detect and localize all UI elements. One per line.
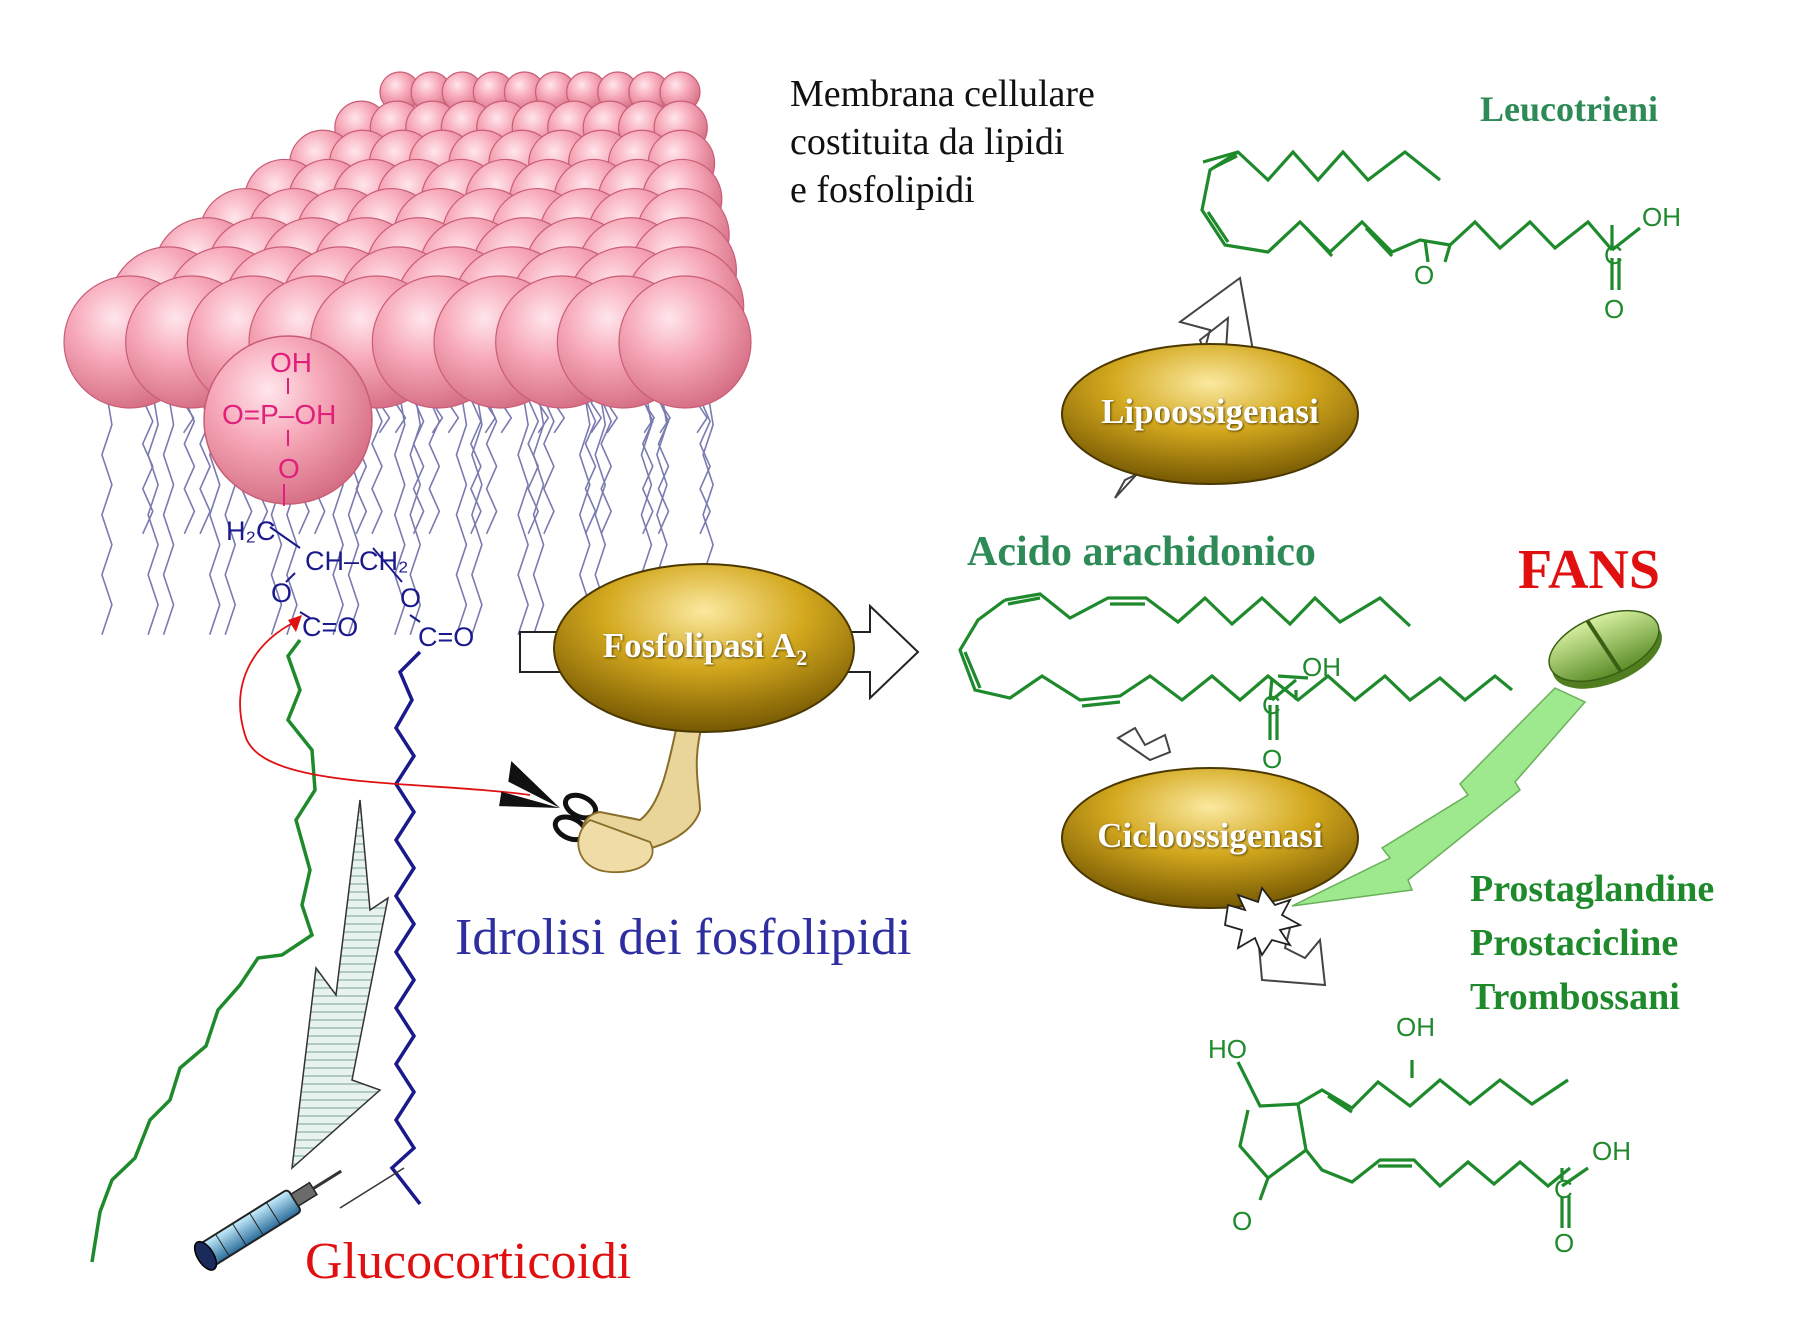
green-fatty-acid-chain (90, 638, 317, 1263)
prostaglandin-structure (1236, 1060, 1589, 1228)
arachidonic-oh: OH (1302, 652, 1341, 682)
prostaglandin-labels: HO OH OH C O O (1208, 1012, 1631, 1258)
prostaglandin-oh-acid: OH (1592, 1136, 1631, 1166)
carbonyl-right: C=O (418, 622, 474, 652)
syringe-needle-line (339, 1167, 405, 1209)
phospholipase-subscript: 2 (796, 645, 808, 670)
prostaglandin-o-acid: O (1554, 1228, 1574, 1258)
prostanoid-prostacyclins: Prostacicline (1470, 922, 1679, 964)
leukotriene-oh: OH (1642, 202, 1681, 232)
ester-o-left: O (271, 578, 292, 608)
leukotrienes-label: Leucotrieni (1480, 89, 1658, 129)
fans-inhibition-lightning (1291, 687, 1587, 907)
membrane-caption-line-2: costituita da lipidi (790, 121, 1065, 163)
hydrolysis-label: Idrolisi dei fosfolipidi (455, 909, 912, 966)
glucocorticoids-label: Glucocorticoidi (305, 1233, 632, 1290)
lipid-tail (471, 394, 483, 636)
membrane-sphere (618, 275, 752, 409)
lipid-tail (393, 394, 406, 636)
lipid-tail (532, 394, 545, 636)
leukotriene-c: C (1604, 240, 1623, 270)
arachidonic-c: C (1262, 690, 1281, 720)
phosphate-oh-top: OH (270, 347, 312, 378)
membrane-caption: Membrana cellulare costituita da lipidi … (790, 70, 1095, 214)
ch-ch2-label: CH–CH₂ (305, 546, 409, 576)
prostanoid-prostaglandins: Prostaglandine (1470, 868, 1715, 910)
syringe-icon (193, 1169, 343, 1271)
fans-pill-icon (1548, 609, 1662, 689)
cox-blocked-burst (1223, 886, 1303, 957)
arachidonic-acid-label: Acido arachidonico (967, 529, 1316, 575)
arachidonic-acid-structure (958, 592, 1514, 708)
hand (577, 818, 654, 873)
phospholipase-a2-label: Fosfolipasi A2 (564, 626, 846, 671)
phosphate-o-link: O (278, 453, 300, 484)
phospholipid-head: OH O=P–OH O (203, 335, 373, 506)
phospholipase-a2-enzyme (553, 563, 855, 733)
lipid-tail (101, 394, 113, 636)
lipid-tail (162, 394, 175, 636)
membrane-caption-line-3: e fosfolipidi (790, 169, 975, 211)
leukotriene-structure (1200, 149, 1641, 290)
glycerol-backbone: H₂C CH–CH₂ O O C=O C=O (226, 516, 474, 652)
arrow-from-arachidonic-down (1116, 726, 1172, 762)
ester-o-right: O (400, 583, 421, 613)
glucocorticoid-inhibition-bolt (291, 799, 390, 1170)
lipoxygenase-label: Lipoossigenasi (1101, 392, 1319, 431)
prostanoid-thromboxanes: Trombossani (1470, 976, 1680, 1018)
arachidonic-labels: OH C O (1262, 652, 1341, 774)
lipid-tail (409, 394, 422, 636)
fans-label: FANS (1518, 539, 1661, 601)
membrane-caption-line-1: Membrana cellulare (790, 73, 1095, 115)
prostaglandin-oh-top: OH (1396, 1012, 1435, 1042)
lipid-tail (147, 394, 159, 636)
arachidonic-o: O (1262, 744, 1282, 774)
cyclooxygenase-label: Cicloossigenasi (1097, 816, 1323, 855)
phospholipase-name: Fosfolipasi A (602, 626, 797, 665)
phosphate-group: O=P–OH (222, 399, 336, 430)
arachidonic-carboxyl (1268, 677, 1298, 740)
leukotriene-labels: OH C O O (1414, 202, 1681, 324)
blue-fatty-acid-chain (389, 650, 422, 1206)
prostaglandin-ketone-o: O (1232, 1206, 1252, 1236)
carbonyl-left: C=O (302, 612, 358, 642)
cleavage-arrowhead (288, 615, 302, 632)
membrane-bilayer (63, 71, 752, 409)
prostaglandin-ho: HO (1208, 1034, 1247, 1064)
leukotriene-epoxide-o: O (1414, 260, 1434, 290)
lipid-tail (455, 394, 468, 636)
cleavage-arrow (239, 621, 531, 796)
h2c-label: H₂C (226, 516, 275, 546)
prostanoids-list: Prostaglandine Prostacicline Trombossani (1470, 862, 1714, 1024)
prostaglandin-c: C (1554, 1174, 1573, 1204)
cyclooxygenase-enzyme (1061, 767, 1359, 909)
lipid-tail (517, 394, 529, 636)
lipoxygenase-enzyme (1061, 343, 1359, 485)
leukotriene-o: O (1604, 294, 1624, 324)
